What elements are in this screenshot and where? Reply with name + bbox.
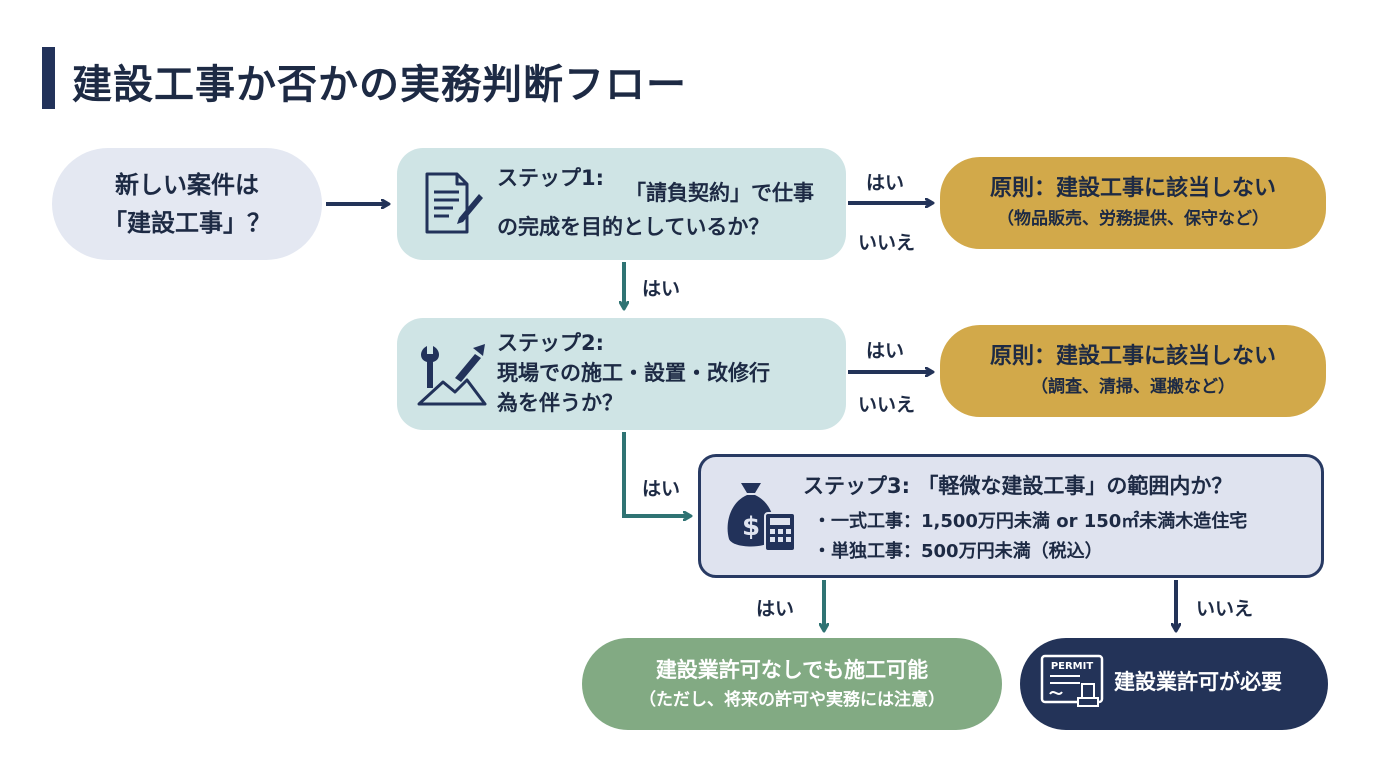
step1-node: ステップ1: 「請負契約」で仕事 の完成を目的としているか？ <box>397 148 846 260</box>
label-step3-yes: はい <box>756 598 795 620</box>
result-no-main: 建設業許可が必要 <box>1114 670 1282 694</box>
start-line2: 「建設工事」？ <box>103 209 271 237</box>
outcome2-main: 原則：建設工事に該当しない <box>989 344 1276 369</box>
title-accent-bar <box>42 47 55 109</box>
permit-icon-text: PERMIT <box>1051 661 1094 672</box>
start-line1: 新しい案件は <box>115 171 259 199</box>
wrench-trowel-icon <box>417 344 487 406</box>
document-pen-icon <box>425 172 483 234</box>
label-step2-no-right: いいえ <box>858 394 916 416</box>
label-step3-no: いいえ <box>1196 598 1254 620</box>
step1-line2: の完成を目的としているか？ <box>497 215 770 239</box>
result-yes-main: 建設業許可なしでも施工可能 <box>655 658 929 682</box>
label-step2-yes-right: はい <box>866 340 905 362</box>
step3-bullet2: ・単独工事：500万円未満（税込） <box>813 541 1103 562</box>
step3-node: $ ステップ3: 「軽微な建設工事」の範囲内か？ ・一式工事：1,500万円未満… <box>698 454 1324 578</box>
label-step1-no-right: いいえ <box>858 232 916 254</box>
step2-line2: 現場での施工・設置・改修行 <box>497 361 770 385</box>
label-step1-yes-down: はい <box>642 278 681 300</box>
step3-heading: ステップ3: 「軽微な建設工事」の範囲内か？ <box>803 474 1233 498</box>
step2-line3: 為を伴うか？ <box>497 391 623 415</box>
label-step1-yes-right: はい <box>866 172 905 194</box>
label-step2-yes-down: はい <box>642 478 681 500</box>
step2-node: ステップ2: 現場での施工・設置・改修行 為を伴うか？ <box>397 318 846 430</box>
outcome2-sub: （調査、清掃、運搬など） <box>1031 377 1235 397</box>
start-node: 新しい案件は 「建設工事」？ <box>52 148 322 260</box>
outcome1-node: 原則：建設工事に該当しない （物品販売、労務提供、保守など） <box>940 157 1326 249</box>
page-title: 建設工事か否かの実務判断フロー <box>72 62 687 108</box>
svg-text:$: $ <box>742 512 760 542</box>
outcome1-sub: （物品販売、労務提供、保守など） <box>997 209 1269 229</box>
money-bag-calculator-icon: $ <box>727 483 796 552</box>
result-no-node: PERMIT 建設業許可が必要 <box>1020 638 1328 730</box>
arrow-step2-to-step3 <box>622 432 690 516</box>
permit-certificate-icon: PERMIT <box>1040 654 1104 707</box>
outcome2-node: 原則：建設工事に該当しない （調査、清掃、運搬など） <box>940 325 1326 417</box>
result-yes-sub: （ただし、将来の許可や実務には注意） <box>639 690 945 710</box>
outcome1-main: 原則：建設工事に該当しない <box>989 176 1276 201</box>
step2-heading: ステップ2: <box>497 331 605 355</box>
result-yes-node: 建設業許可なしでも施工可能 （ただし、将来の許可や実務には注意） <box>582 638 1002 730</box>
step1-line1-rest: 「請負契約」で仕事 <box>625 181 814 205</box>
step1-heading: ステップ1: <box>497 166 605 190</box>
step3-bullet1: ・一式工事：1,500万円未満 or 150㎡未満木造住宅 <box>813 511 1248 532</box>
